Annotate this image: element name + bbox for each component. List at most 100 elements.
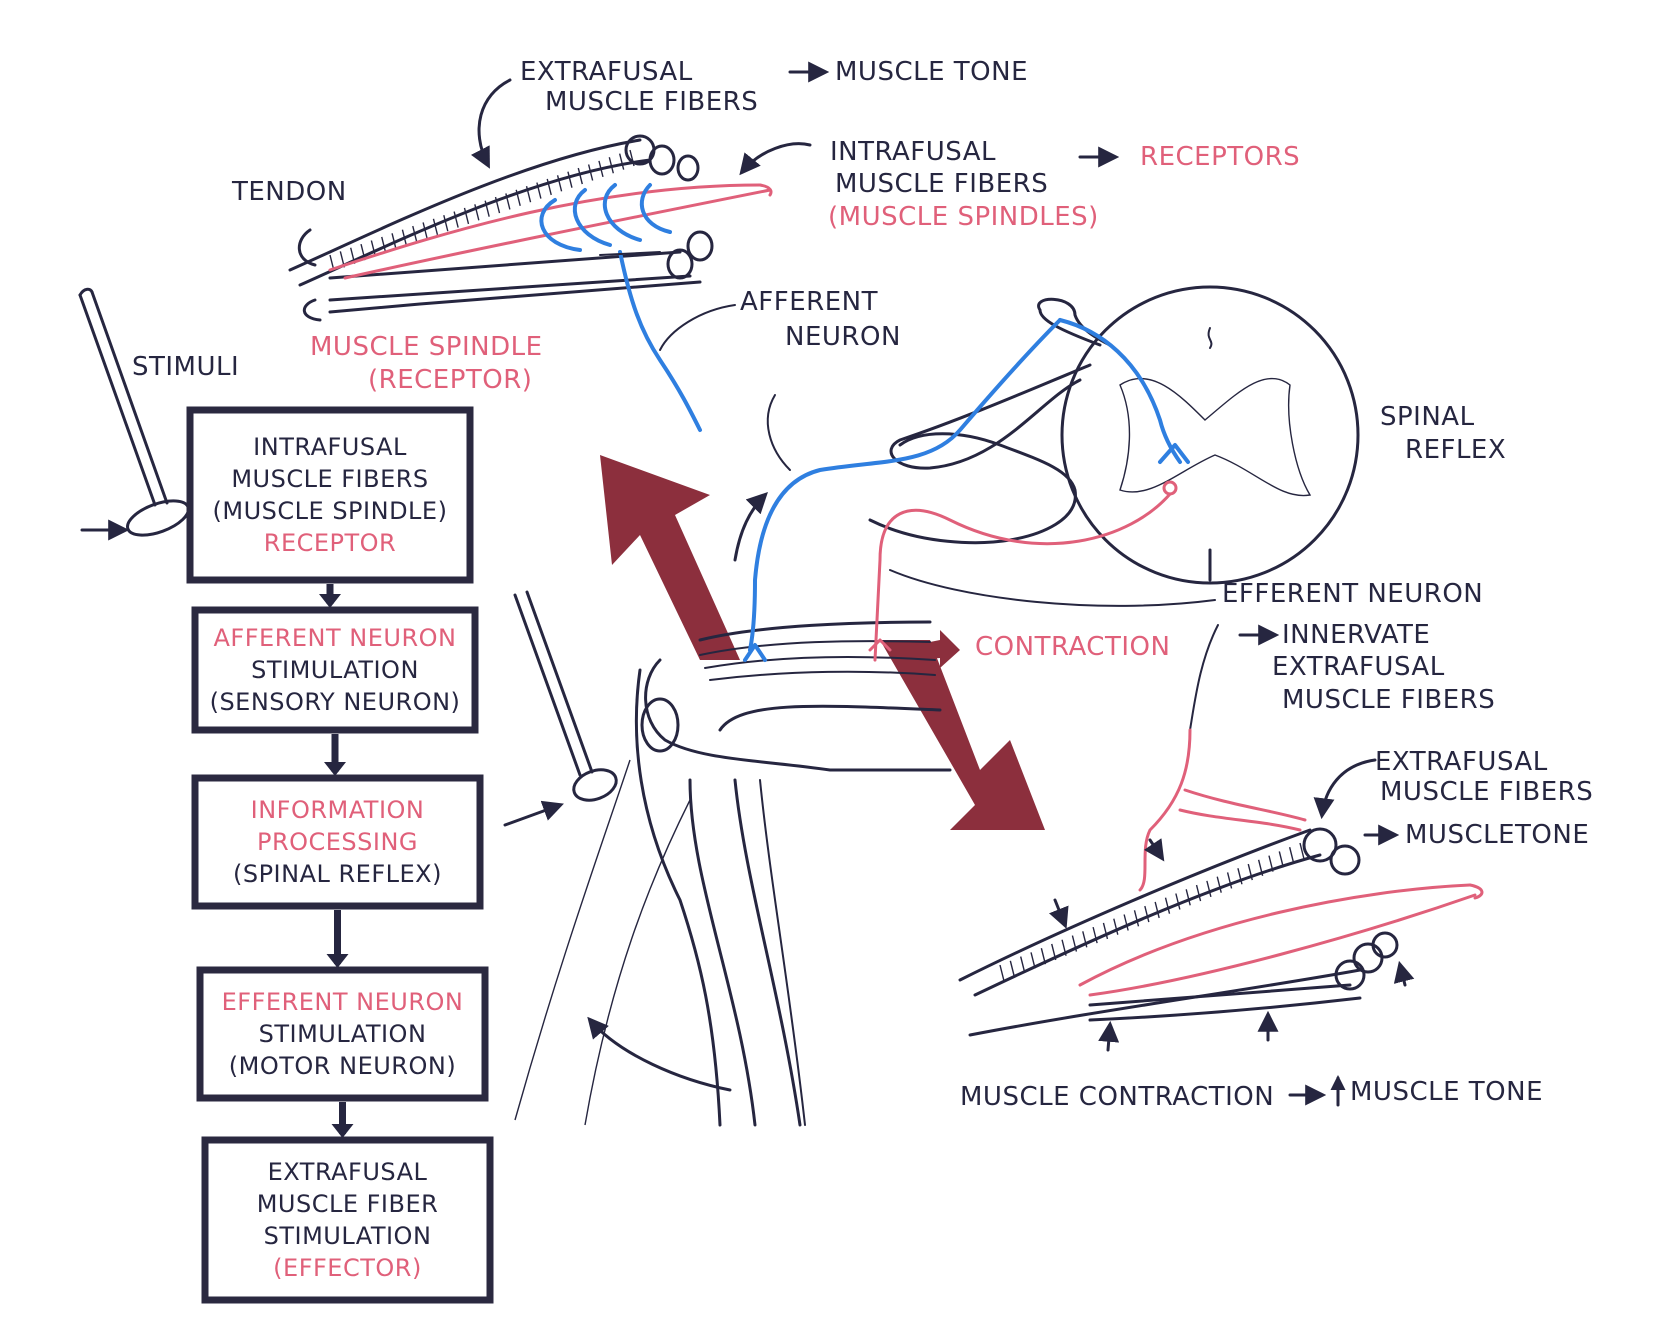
fiber-stripe — [1092, 926, 1098, 944]
label-innervate: INNERVATE EXTRAFUSAL MUSCLE FIBERS — [1272, 620, 1495, 715]
svg-text:REFLEX: REFLEX — [1405, 435, 1506, 465]
svg-text:EXTRAFUSAL: EXTRAFUSAL — [1272, 652, 1445, 682]
reflex-hammer-knee — [503, 590, 618, 827]
flowchart-arrowhead — [331, 1124, 354, 1138]
flowchart-line: RECEPTOR — [264, 529, 396, 557]
spinal-cord — [733, 285, 1360, 662]
fiber-stripe — [1030, 952, 1036, 969]
fiber-stripe — [463, 207, 470, 225]
flowchart-line: EFFERENT NEURON — [222, 988, 464, 1016]
flowchart-box — [186, 406, 474, 584]
label-stimuli: STIMULI — [132, 352, 239, 382]
flowchart-arrowhead — [326, 954, 349, 968]
fiber-stripe — [1185, 889, 1191, 906]
fiber-stripe — [1144, 905, 1150, 923]
fiber-stripe — [391, 233, 397, 250]
fiber-stripe — [1299, 842, 1305, 860]
fiber-stripe — [443, 215, 449, 232]
fiber-stripe — [494, 196, 501, 214]
fiber-stripe — [577, 167, 583, 185]
flowchart-line: INFORMATION — [251, 796, 425, 824]
svg-text:INTRAFUSAL: INTRAFUSAL — [830, 137, 996, 167]
flowchart-line: (SENSORY NEURON) — [210, 688, 461, 716]
fiber-stripe — [1195, 884, 1202, 902]
knee-illustration — [514, 620, 952, 1127]
muscle-illustration-top — [288, 134, 773, 432]
flowchart-box — [201, 1136, 494, 1304]
label-muscletone-right: MUSCLETONE — [1405, 820, 1589, 850]
svg-text:AFFERENT: AFFERENT — [740, 287, 878, 317]
svg-text:MUSCLE FIBERS: MUSCLE FIBERS — [545, 87, 758, 117]
fiber-stripe — [1133, 910, 1140, 927]
svg-text:NEURON: NEURON — [785, 322, 901, 352]
fiber-stripe — [1206, 880, 1212, 898]
svg-text:MUSCLE FIBERS: MUSCLE FIBERS — [1282, 685, 1495, 715]
flowchart-line: EXTRAFUSAL — [268, 1158, 428, 1186]
fiber-stripe — [556, 175, 563, 192]
fiber-stripe — [1247, 863, 1253, 881]
fiber-stripe — [546, 178, 552, 196]
fiber-stripe — [618, 153, 625, 170]
flowchart-line: MUSCLE FIBER — [257, 1190, 439, 1218]
flowchart-step-5: EXTRAFUSAL MUSCLE FIBER STIMULATION (EFFECT… — [201, 1136, 494, 1304]
svg-text:SPINAL: SPINAL — [1380, 402, 1475, 432]
fiber-stripe — [587, 164, 594, 181]
fiber-stripe — [1020, 956, 1026, 973]
label-muscle-contraction: MUSCLE CONTRACTION — [960, 1082, 1274, 1112]
fiber-stripe — [370, 240, 377, 257]
flowchart-line: INTRAFUSAL — [253, 433, 407, 461]
flowchart-line: (EFFECTOR) — [273, 1254, 422, 1282]
label-contraction: CONTRACTION — [975, 632, 1170, 662]
label-tendon: TENDON — [231, 177, 347, 207]
flowchart-box — [191, 774, 484, 910]
fiber-stripe — [1154, 901, 1160, 919]
flowchart-step-2: AFFERENT NEURON STIMULATION (SENSORY NEURO… — [191, 606, 479, 734]
fiber-stripe — [474, 204, 480, 221]
fiber-stripe — [432, 218, 439, 235]
svg-text:EXTRAFUSAL: EXTRAFUSAL — [1375, 747, 1548, 777]
fiber-stripe — [1051, 943, 1057, 961]
fiber-stripe — [1175, 893, 1181, 910]
big-arrow-down — [880, 640, 1045, 830]
svg-text:MUSCLE FIBERS: MUSCLE FIBERS — [835, 169, 1048, 199]
flowchart-box — [196, 966, 489, 1102]
fiber-stripe — [1102, 922, 1109, 940]
flowchart-arrowhead — [324, 762, 346, 776]
fiber-stripe — [1226, 872, 1233, 889]
big-arrow-up — [600, 455, 740, 660]
flowchart-line: STIMULATION — [264, 1222, 432, 1250]
flowchart-line: (MUSCLE SPINDLE) — [213, 497, 448, 525]
fiber-stripe — [1164, 897, 1171, 914]
label-muscle-tone-bottom: MUSCLE TONE — [1350, 1077, 1543, 1107]
fiber-stripe — [1216, 876, 1222, 893]
label-extrafusal-right: EXTRAFUSAL MUSCLE FIBERS — [1375, 747, 1593, 807]
fiber-stripe — [1278, 851, 1284, 868]
fiber-stripe — [567, 171, 573, 188]
fiber-stripe — [999, 964, 1005, 982]
flowchart-arrowhead — [319, 594, 341, 608]
flowchart-line: STIMULATION — [251, 656, 419, 684]
fiber-stripe — [608, 157, 614, 174]
fiber-stripe — [1071, 935, 1078, 952]
label-muscle-tone-top: MUSCLE TONE — [835, 57, 1028, 87]
svg-text:MUSCLE SPINDLE: MUSCLE SPINDLE — [310, 332, 543, 362]
label-muscle-spindle-receptor: MUSCLE SPINDLE (RECEPTOR) — [310, 332, 543, 395]
fiber-stripe — [1061, 939, 1067, 956]
flowchart-line: AFFERENT NEURON — [214, 624, 457, 652]
flowchart-line: PROCESSING — [257, 828, 418, 856]
fiber-stripe — [598, 160, 604, 178]
fiber-stripe — [536, 182, 542, 199]
flowchart-line: STIMULATION — [259, 1020, 427, 1048]
fiber-stripe — [1268, 855, 1274, 872]
flowchart-box — [191, 606, 479, 734]
fiber-stripe — [1237, 868, 1243, 885]
flowchart-step-3: INFORMATION PROCESSING (SPINAL REFLEX) — [191, 774, 484, 910]
fiber-stripe — [381, 236, 387, 254]
fiber-stripe — [453, 211, 459, 228]
fiber-stripe — [515, 189, 521, 206]
fiber-stripe — [484, 200, 490, 217]
flowchart-line: (SPINAL REFLEX) — [233, 860, 442, 888]
